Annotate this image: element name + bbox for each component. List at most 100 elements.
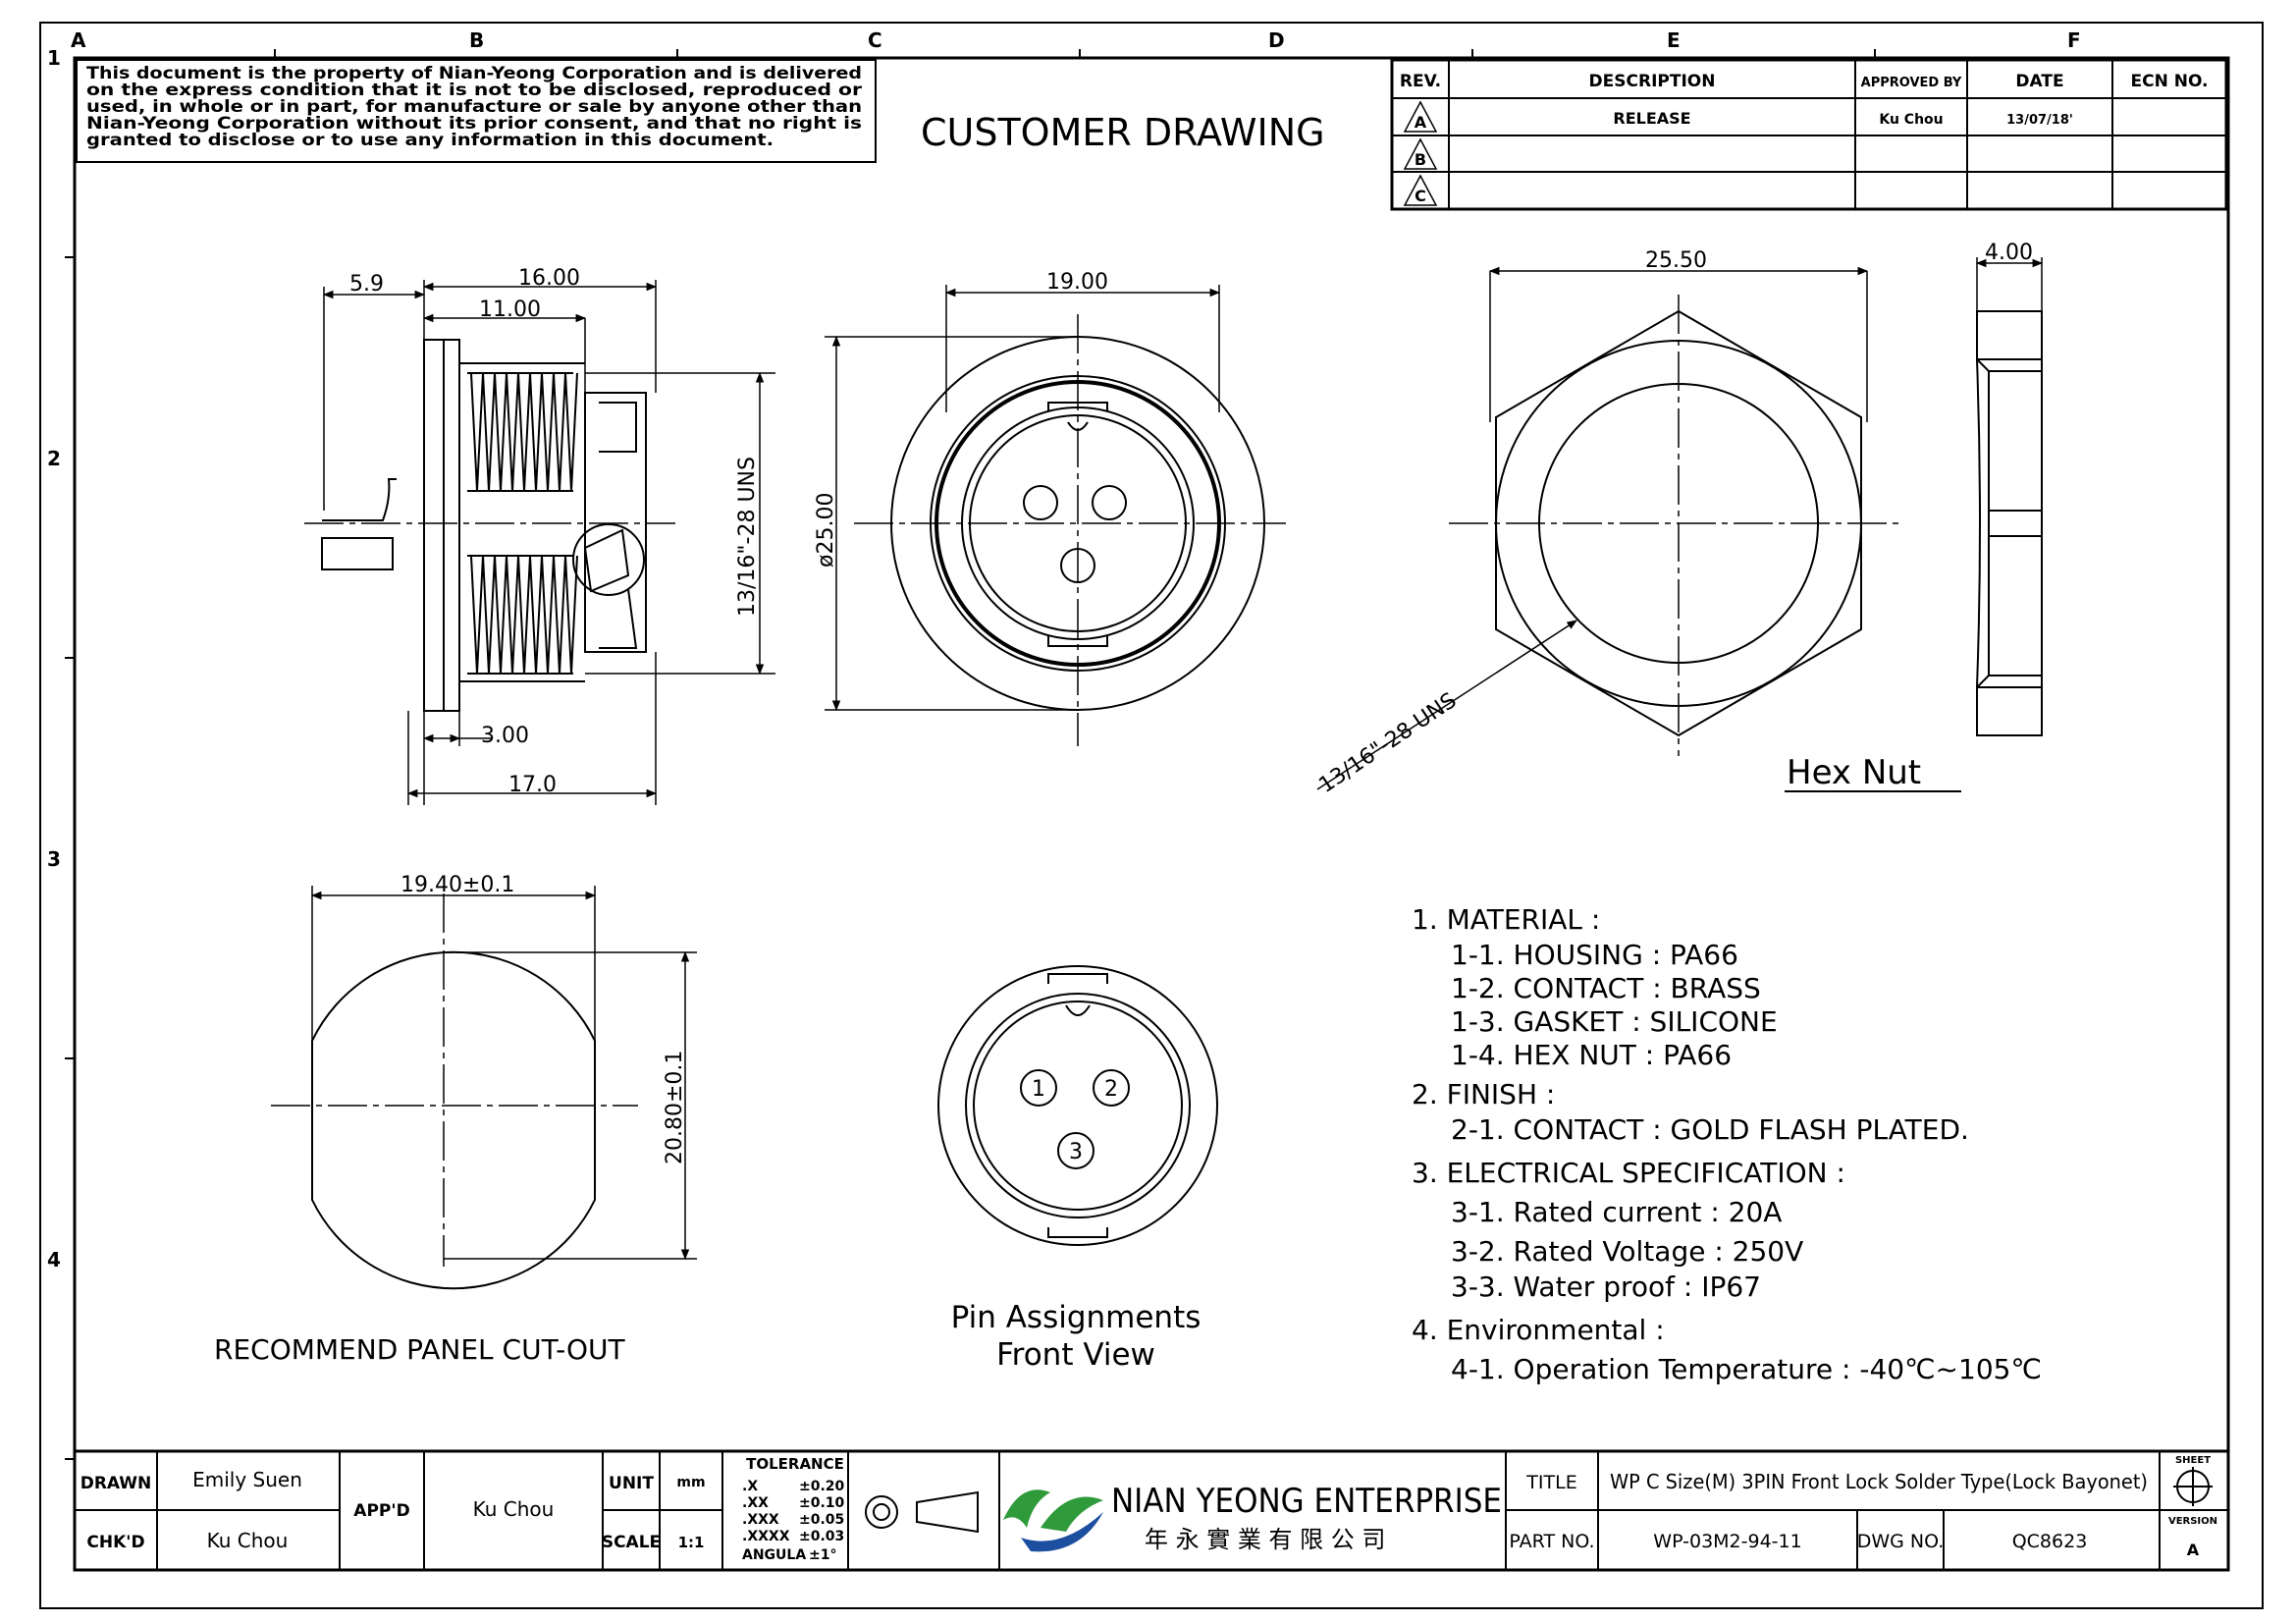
dim-19-00: 19.00 bbox=[1046, 270, 1108, 295]
title-value: WP C Size(M) 3PIN Front Lock Solder Type… bbox=[1610, 1470, 2148, 1493]
hex-nut-title: Hex Nut bbox=[1787, 753, 1921, 792]
side-view-dimensions bbox=[322, 280, 775, 805]
inner-border bbox=[73, 56, 2230, 1572]
pin-view bbox=[937, 965, 1218, 1246]
rev-c: C bbox=[1415, 187, 1426, 205]
side-view-thread-lower bbox=[467, 555, 578, 675]
rev-a-description: RELEASE bbox=[1613, 109, 1690, 128]
dim-4-00: 4.00 bbox=[1985, 241, 2033, 265]
date-header: DATE bbox=[2015, 72, 2063, 91]
description-header: DESCRIPTION bbox=[1589, 72, 1716, 91]
version-value: A bbox=[2187, 1541, 2200, 1559]
version-label: VERSION bbox=[2168, 1516, 2217, 1527]
pin-labels: 1 2 3 bbox=[1032, 1077, 1118, 1164]
checked-label: CHK'D bbox=[86, 1533, 144, 1552]
zone-2: 2 bbox=[47, 447, 61, 470]
panel-cutout-labels: 19.40±0.1 20.80±0.1 RECOMMEND PANEL CUT-… bbox=[214, 873, 687, 1366]
hex-thread-label: 13/16"-28 UNS bbox=[1314, 688, 1461, 798]
unit-label: UNIT bbox=[609, 1474, 654, 1493]
notice-line: Nian-Yeong Corporation without its prior… bbox=[86, 114, 862, 134]
ecn-header: ECN NO. bbox=[2131, 72, 2209, 91]
zone-f: F bbox=[2067, 28, 2081, 52]
pin-2-label: 2 bbox=[1104, 1077, 1118, 1102]
dim-11-00: 11.00 bbox=[479, 298, 541, 322]
pin-1-label: 1 bbox=[1032, 1077, 1045, 1102]
front-view bbox=[854, 314, 1286, 746]
notice-text: This document is the property of Nian-Ye… bbox=[86, 64, 863, 150]
notice-box bbox=[76, 59, 877, 163]
zone-a: A bbox=[71, 28, 86, 52]
zone-c: C bbox=[868, 28, 882, 52]
tol-val: ±0.05 bbox=[799, 1512, 844, 1528]
tolerance-list: .X ±0.20 .XX ±0.10 .XXX ±0.05 .XXXX ±0.0… bbox=[742, 1479, 845, 1563]
front-view-dim-labels: 19.00 ø25.00 bbox=[814, 270, 1108, 568]
revision-triangles bbox=[1403, 100, 1438, 206]
rev-a: A bbox=[1415, 113, 1427, 132]
rev-b: B bbox=[1415, 150, 1426, 169]
notice-line: on the express condition that it is not … bbox=[86, 81, 863, 100]
zone-e: E bbox=[1667, 28, 1681, 52]
notice-line: used, in whole or in part, for manufactu… bbox=[86, 97, 862, 117]
dim-3-00: 3.00 bbox=[481, 724, 529, 748]
sheet-target-icon bbox=[2173, 1467, 2213, 1506]
pin-3-label: 3 bbox=[1069, 1140, 1083, 1164]
side-view-dim-labels: 5.9 16.00 11.00 3.00 17.0 13/16"-28 UNS bbox=[349, 266, 760, 797]
notice-line: granted to disclose or to use any inform… bbox=[86, 131, 774, 150]
side-view-thread-upper bbox=[467, 372, 578, 492]
hex-nut-side bbox=[1975, 257, 2044, 736]
sheet-label: SHEET bbox=[2175, 1455, 2211, 1466]
panel-cutout-title: RECOMMEND PANEL CUT-OUT bbox=[214, 1333, 626, 1366]
scale-value: 1:1 bbox=[678, 1534, 705, 1551]
tol-key: .XX bbox=[742, 1495, 769, 1511]
scale-label: SCALE bbox=[602, 1533, 661, 1552]
tolerance-title: TOLERANCE bbox=[746, 1455, 844, 1473]
note-line: 4. Environmental : bbox=[1412, 1314, 1665, 1346]
note-line: 1-1. HOUSING : PA66 bbox=[1451, 939, 1738, 971]
note-line: 2-1. CONTACT : GOLD FLASH PLATED. bbox=[1451, 1113, 1969, 1146]
zone-b: B bbox=[469, 28, 484, 52]
side-thread-label: 13/16"-28 UNS bbox=[735, 457, 760, 617]
rev-a-approved: Ku Chou bbox=[1879, 112, 1943, 128]
dim-dia-25: ø25.00 bbox=[814, 493, 838, 568]
note-line: 1-2. CONTACT : BRASS bbox=[1451, 972, 1761, 1004]
outer-border bbox=[39, 22, 2264, 1609]
note-line: 1-3. GASKET : SILICONE bbox=[1451, 1005, 1778, 1038]
side-view bbox=[304, 339, 675, 712]
hex-nut-front bbox=[1316, 266, 1904, 790]
tol-key: ANGULA bbox=[742, 1547, 806, 1563]
note-line: 3-2. Rated Voltage : 250V bbox=[1451, 1235, 1803, 1268]
zone-3: 3 bbox=[47, 847, 61, 871]
notice-line: This document is the property of Nian-Ye… bbox=[86, 64, 862, 83]
projection-symbol-icon bbox=[865, 1490, 979, 1534]
dim-5-9: 5.9 bbox=[349, 272, 384, 297]
revision-rows: A RELEASE Ku Chou 13/07/18' B C bbox=[1415, 109, 2073, 205]
tol-key: .XXXX bbox=[742, 1529, 790, 1544]
note-line: 3. ELECTRICAL SPECIFICATION : bbox=[1412, 1157, 1845, 1189]
tol-key: .XXX bbox=[742, 1512, 779, 1528]
dim-panel-width: 19.40±0.1 bbox=[400, 873, 514, 897]
company-name-cn: 年 永 實 業 有 限 公 司 bbox=[1145, 1526, 1385, 1553]
panel-cutout-dimensions bbox=[310, 886, 697, 1261]
hex-nut-labels: 25.50 13/16"-28 UNS Hex Nut bbox=[1314, 248, 1921, 798]
pin-3-circle bbox=[1057, 1132, 1095, 1169]
company-name: NIAN YEONG ENTERPRISE bbox=[1111, 1482, 1502, 1521]
zone-1: 1 bbox=[47, 46, 61, 70]
pin-view-title: Pin Assignments Front View bbox=[951, 1300, 1201, 1373]
tol-val: ±0.03 bbox=[799, 1529, 844, 1544]
approved-by: Ku Chou bbox=[473, 1497, 555, 1521]
note-line: 3-1. Rated current : 20A bbox=[1451, 1196, 1782, 1228]
revision-table bbox=[1390, 58, 2228, 211]
drawing-type: CUSTOMER DRAWING bbox=[921, 111, 1325, 154]
rev-a-date: 13/07/18' bbox=[2006, 113, 2073, 128]
tol-key: .X bbox=[742, 1479, 758, 1494]
tol-val: ±1° bbox=[809, 1547, 836, 1563]
rev-header: REV. bbox=[1400, 72, 1441, 91]
title-block-text: DRAWN Emily Suen CHK'D Ku Chou APP'D Ku … bbox=[80, 1455, 844, 1552]
drawn-label: DRAWN bbox=[80, 1474, 152, 1493]
title-block-grid bbox=[75, 1449, 2228, 1570]
front-view-dimensions bbox=[825, 285, 1221, 712]
zone-4: 4 bbox=[47, 1248, 61, 1271]
panel-cutout bbox=[271, 893, 638, 1290]
pin-title-line1: Pin Assignments bbox=[951, 1300, 1201, 1335]
